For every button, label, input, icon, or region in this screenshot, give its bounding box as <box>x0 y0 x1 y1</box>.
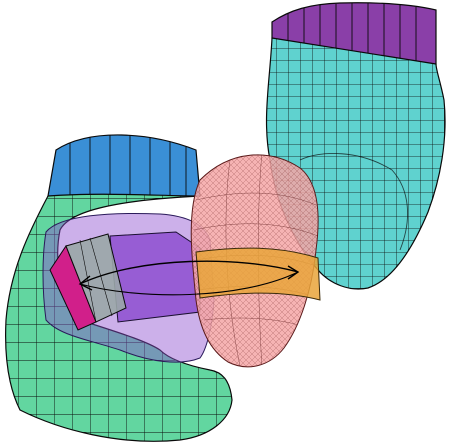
arrow-head-right <box>287 265 300 280</box>
arrow-head-left <box>78 275 93 291</box>
double-headed-arrow <box>78 260 300 296</box>
orange-band <box>195 247 321 301</box>
left-blue-cap <box>47 134 201 197</box>
right-purple-cap <box>271 2 437 65</box>
